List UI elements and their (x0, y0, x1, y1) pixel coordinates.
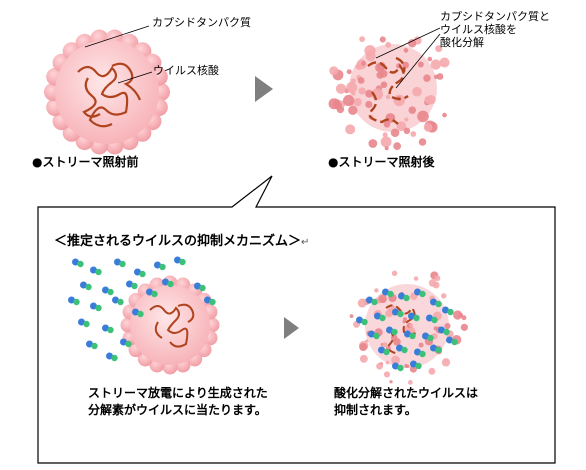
virus-suppressed-illustration (349, 270, 468, 385)
decomposition-label-line-1: カプシドタンパク質と (440, 10, 550, 23)
capsid-leader-line (84, 25, 150, 48)
nucleic-leader-line (117, 71, 153, 84)
decomposition-label: カプシドタンパク質と ウイルス核酸を 酸化分解 (440, 10, 550, 49)
nucleic-acid-strand-2 (149, 303, 195, 348)
after-caption: ●ストリーマ照射後 (328, 155, 435, 169)
left-description: ストリーマ放電により生成された 分解素がウイルスに当たります。 (88, 385, 268, 419)
right-description-line-1: 酸化分解されたウイルスは (334, 386, 479, 400)
after-leader-line-1 (375, 27, 441, 59)
decomposition-label-line-2: ウイルス核酸を (440, 23, 517, 36)
capsid-protein-label: カプシドタンパク質 (152, 16, 251, 29)
broken-nucleic-acid (367, 56, 409, 125)
right-description: 酸化分解されたウイルスは 抑制されます。 (334, 385, 478, 419)
right-description-line-2: 抑制されます。 (334, 403, 417, 417)
virus-after-illustration (328, 27, 450, 151)
virus-before-illustration (44, 25, 170, 155)
return-mark-icon: ↵ (301, 237, 310, 248)
top-transition-arrow (255, 76, 273, 102)
mechanism-title-row: ＜推定されるウイルスの抑制メカニズム＞↵ (54, 230, 309, 249)
after-leader-line-2 (395, 33, 441, 89)
virus-with-radicals-illustration (68, 256, 220, 375)
bottom-transition-arrow (284, 317, 299, 339)
before-caption: ●ストリーマ照射前 (32, 155, 139, 169)
left-description-line-2: 分解素がウイルスに当たります。 (88, 403, 267, 417)
decomposition-label-line-3: 酸化分解 (440, 36, 484, 49)
mechanism-callout-box (37, 175, 556, 464)
left-description-line-1: ストリーマ放電により生成された (88, 386, 268, 400)
mechanism-title: ＜推定されるウイルスの抑制メカニズム＞ (54, 234, 302, 249)
viral-nucleic-acid-label: ウイルス核酸 (153, 64, 219, 77)
